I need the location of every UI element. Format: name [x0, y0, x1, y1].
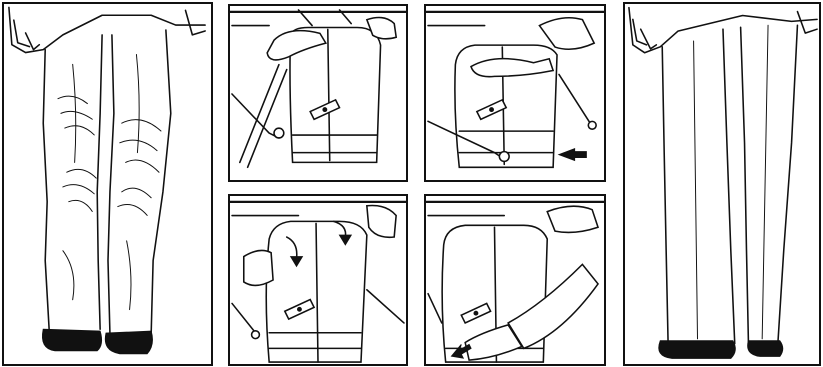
panel-step-2 — [424, 4, 606, 182]
step-3-illustration — [230, 200, 406, 363]
curved-arrow-down-icon — [285, 236, 298, 260]
panel-step-3 — [228, 194, 408, 366]
panel-wrinkled-trousers — [2, 2, 213, 366]
arrow-down-left-icon — [450, 343, 472, 359]
step-4-illustration — [426, 200, 604, 363]
step-1-illustration — [230, 9, 406, 169]
arrow-left-icon — [557, 148, 587, 162]
wrinkled-trousers-illustration — [8, 6, 206, 355]
panel-step-4 — [424, 194, 606, 366]
panel-step-1 — [228, 4, 408, 182]
step-2-illustration — [426, 10, 604, 169]
smooth-trousers-illustration — [628, 6, 818, 359]
panel-smooth-trousers — [623, 2, 821, 366]
